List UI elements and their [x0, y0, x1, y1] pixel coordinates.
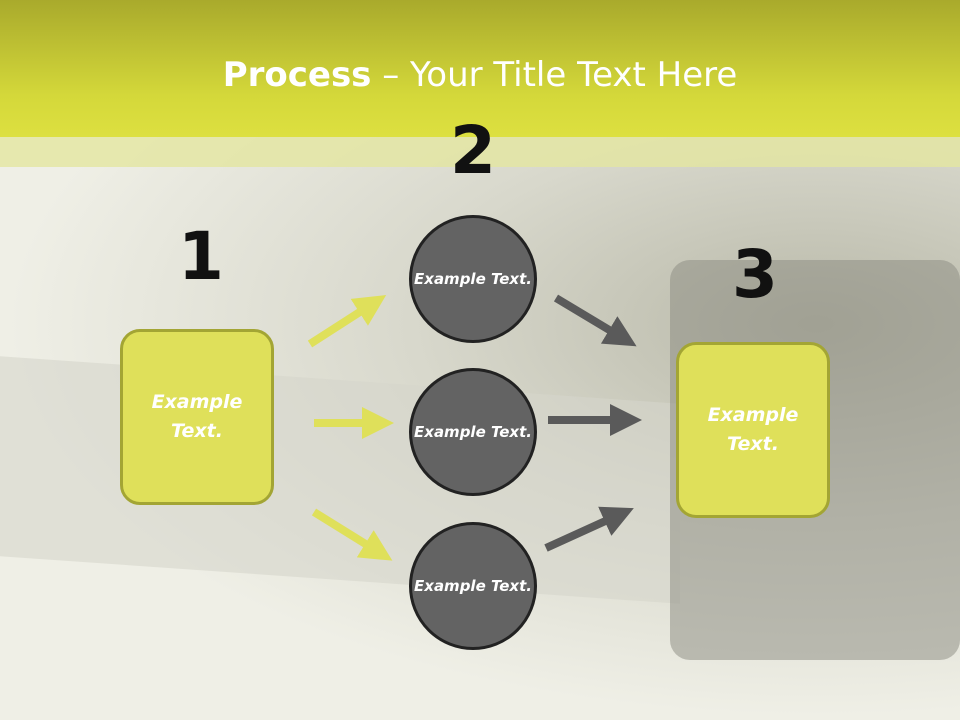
arrow-up-right [307, 295, 387, 348]
arrow-down-right [311, 508, 393, 561]
step-number-1: 1 [178, 218, 224, 295]
arrow-dark-down [553, 294, 637, 347]
slide-title: Process – Your Title Text Here [222, 55, 738, 95]
step3-box: Example Text. [676, 342, 830, 518]
circle-1: Example Text. [409, 215, 537, 343]
arrow-dark-up [544, 506, 634, 552]
step1-box: Example Text. [120, 329, 274, 505]
circle-2: Example Text. [409, 368, 537, 496]
step-number-3: 3 [732, 236, 778, 313]
step-number-2: 2 [450, 112, 496, 189]
title-band [0, 137, 960, 167]
title-bar [0, 0, 960, 137]
circle-3: Example Text. [409, 522, 537, 650]
